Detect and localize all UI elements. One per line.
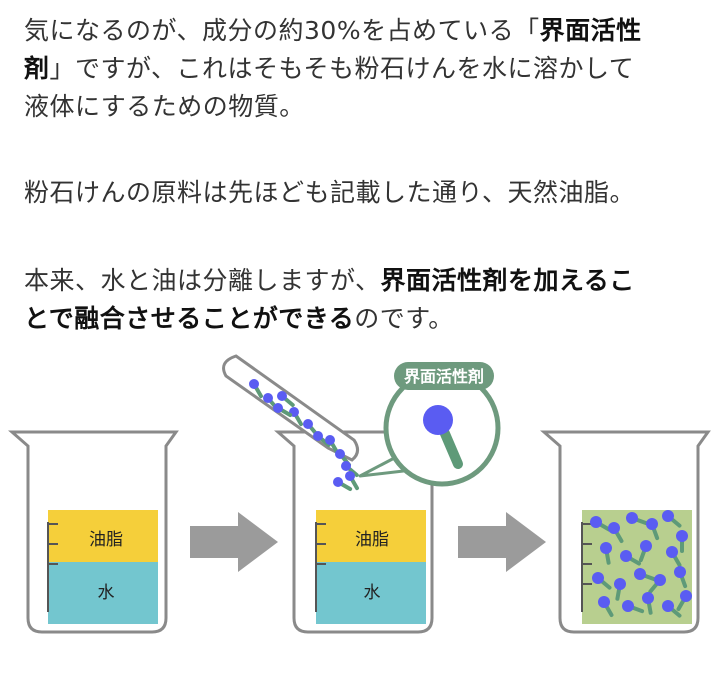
molecule-head <box>592 572 604 584</box>
oil-label: 油脂 <box>89 530 123 550</box>
p2-line1-text: 粉石けんの原料は先ほども記載した通り、天然油脂。 <box>24 178 636 207</box>
p3-line2-text: のです。 <box>354 304 454 333</box>
measure-ticks <box>315 522 326 612</box>
oil-layer <box>316 510 426 562</box>
molecule-head <box>662 510 674 522</box>
p1-line1-text: 気になるのが、成分の約30%を占めている「 <box>24 16 540 45</box>
molecule-head <box>614 578 626 590</box>
molecule-head <box>249 379 259 389</box>
molecule-head <box>620 550 632 562</box>
beaker-outline <box>274 430 445 634</box>
p1-line1-bold: 界面活性 <box>539 16 642 45</box>
p3-line1-text: 本来、水と油は分離しますが、 <box>24 266 381 295</box>
arrow-right-icon <box>458 512 546 572</box>
molecule-head <box>273 403 283 413</box>
p1-line3-text: 液体にするための物質。 <box>24 92 305 121</box>
p1-line2-text: 」ですが、これはそもそも粉石けんを水に溶かして <box>49 54 635 83</box>
molecule-head <box>341 461 351 471</box>
molecule-head <box>626 512 638 524</box>
molecule-head <box>335 449 345 459</box>
molecule-head <box>680 590 692 602</box>
molecule-head <box>676 530 688 542</box>
molecule-head <box>622 600 634 612</box>
beaker-separated: 油脂 水 <box>8 430 179 634</box>
molecule-head <box>634 568 646 580</box>
molecule-head <box>313 431 323 441</box>
molecule-head <box>303 419 313 429</box>
molecule-head <box>646 518 658 530</box>
molecule-head <box>423 405 453 435</box>
paragraph-raw-material: 粉石けんの原料は先ほども記載した通り、天然油脂。 <box>24 174 704 212</box>
beaker-outline <box>8 430 179 634</box>
molecule-head <box>325 435 335 445</box>
molecule-head <box>590 516 602 528</box>
oil-label: 油脂 <box>355 530 389 550</box>
water-label: 水 <box>364 583 381 603</box>
measure-ticks <box>581 522 592 612</box>
molecule-head <box>600 542 612 554</box>
water-layer <box>316 562 426 624</box>
water-layer <box>48 562 158 624</box>
molecule-head <box>263 393 273 403</box>
molecule-head <box>598 596 610 608</box>
p3-line2-bold: とで融合させることができる <box>24 304 355 333</box>
paragraph-surfactant-intro: 気になるのが、成分の約30%を占めている「界面活性 剤」ですが、これはそもそも粉… <box>24 12 704 126</box>
molecule-head <box>674 566 686 578</box>
molecule-head <box>277 391 287 401</box>
molecule-head <box>666 546 678 558</box>
measure-ticks <box>47 522 58 612</box>
water-label: 水 <box>98 583 115 603</box>
surfactant-callout: 界面活性剤 <box>358 362 501 487</box>
surfactant-badge <box>394 362 494 390</box>
p3-line1-bold: 界面活性剤を加えるこ <box>380 266 635 295</box>
arrow-right-icon <box>190 512 278 572</box>
mixed-molecules <box>590 510 692 618</box>
molecule-head <box>345 471 355 481</box>
beaker-outline <box>540 430 711 634</box>
oil-layer <box>48 510 158 562</box>
molecule-head <box>654 574 666 586</box>
molecule-head <box>662 600 674 612</box>
paragraph-oil-water: 本来、水と油は分離しますが、界面活性剤を加えるこ とで融合させることができるので… <box>24 262 704 338</box>
tube-molecules <box>249 379 359 491</box>
beaker-adding-surfactant: 油脂 水 <box>274 430 445 634</box>
molecule-head <box>642 592 654 604</box>
molecule-head <box>608 522 620 534</box>
molecule-head <box>333 477 343 487</box>
p1-line2-bold: 剤 <box>24 54 50 83</box>
molecule-head <box>640 540 652 552</box>
surfactant-badge-label: 界面活性剤 <box>404 367 484 386</box>
